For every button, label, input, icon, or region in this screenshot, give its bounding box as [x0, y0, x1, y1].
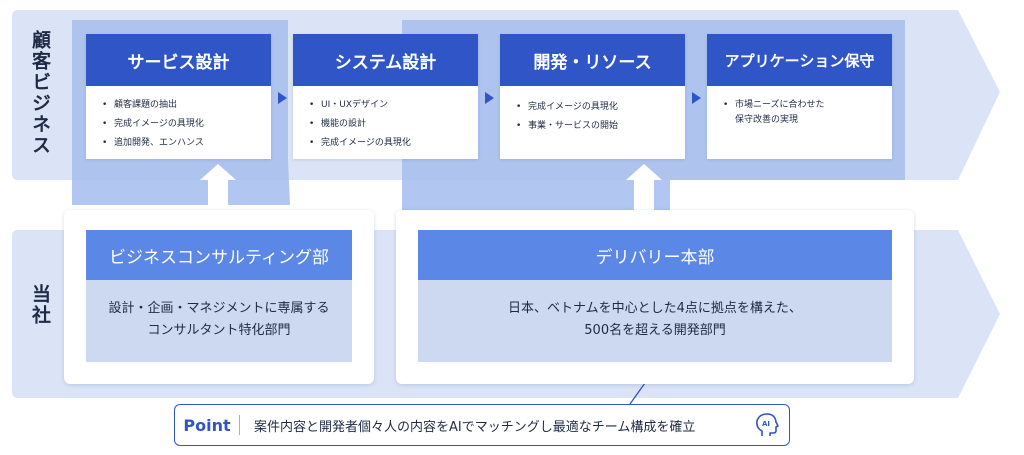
ai-head-icon: AI — [756, 413, 779, 436]
dept-delivery: デリバリー本部 日本、ベトナムを中心とした4点に拠点を構えた、 500名を超える… — [396, 210, 914, 384]
phase-list: 顧客課題の抽出 完成イメージの具現化 追加開発、エンハンス — [86, 86, 271, 153]
ai-icon-label: AI — [762, 420, 770, 428]
dept-desc-line: 日本、ベトナムを中心とした4点に拠点を構えた、 — [508, 301, 802, 316]
dept-description: 日本、ベトナムを中心とした4点に拠点を構えた、 500名を超える開発部門 — [418, 280, 892, 360]
phase-list: UI・UXデザイン 機能の設計 完成イメージの具現化 — [293, 86, 478, 153]
point-bar: Point 案件内容と開発者個々人の内容をAIでマッチングし最適なチーム構成を確… — [174, 404, 790, 446]
dept-desc-line: コンサルタント特化部門 — [147, 323, 291, 338]
dept-inner: ビジネスコンサルティング部 設計・企画・マネジメントに専属する コンサルタント特… — [86, 230, 352, 362]
customer-row-label: 顧客ビジネス — [28, 30, 52, 156]
phase-title: システム設計 — [293, 34, 478, 86]
phase-list: 完成イメージの具現化 事業・サービスの開始 — [500, 86, 685, 136]
dept-desc-line: 500名を超える開発部門 — [584, 323, 726, 338]
phase-title: 開発・リソース — [500, 34, 685, 86]
dept-consulting: ビジネスコンサルティング部 設計・企画・マネジメントに専属する コンサルタント特… — [64, 210, 374, 384]
company-row-label: 当社 — [28, 284, 52, 326]
list-item: UI・UXデザイン — [321, 96, 478, 115]
company-row-text: 当社 — [29, 284, 51, 326]
delivery-up-arrow — [626, 164, 662, 212]
phase-list: 市場ニーズに合わせた 保守改善の実現 — [707, 86, 892, 128]
list-item: 完成イメージの具現化 — [321, 134, 478, 153]
point-divider — [239, 415, 240, 435]
list-item: 市場ニーズに合わせた — [735, 98, 892, 113]
list-item: 保守改善の実現 — [735, 115, 799, 125]
point-title: Point — [183, 415, 231, 435]
phase-title: サービス設計 — [86, 34, 271, 86]
point-text: 案件内容と開発者個々人の内容をAIでマッチングし最適なチーム構成を確立 — [254, 419, 696, 435]
dept-description: 設計・企画・マネジメントに専属する コンサルタント特化部門 — [86, 280, 352, 360]
list-item: 機能の設計 — [321, 115, 478, 134]
dept-desc-line: 設計・企画・マネジメントに専属する — [108, 301, 330, 316]
list-item: 完成イメージの具現化 — [528, 98, 685, 117]
phase-title: アプリケーション保守 — [707, 34, 892, 86]
dept-title: デリバリー本部 — [418, 230, 892, 280]
phase-card-system-design: システム設計 UI・UXデザイン 機能の設計 完成イメージの具現化 — [293, 34, 478, 159]
list-item: 顧客課題の抽出 — [114, 96, 271, 115]
phase-arrow-icon — [278, 92, 287, 104]
list-item: 事業・サービスの開始 — [528, 117, 685, 136]
dept-inner: デリバリー本部 日本、ベトナムを中心とした4点に拠点を構えた、 500名を超える… — [418, 230, 892, 362]
dept-title: ビジネスコンサルティング部 — [86, 230, 352, 280]
phase-card-service-design: サービス設計 顧客課題の抽出 完成イメージの具現化 追加開発、エンハンス — [86, 34, 271, 159]
consulting-up-arrow — [200, 164, 236, 212]
list-item: 追加開発、エンハンス — [114, 134, 271, 153]
phase-arrow-icon — [692, 92, 701, 104]
phase-arrow-icon — [485, 92, 494, 104]
list-item: 完成イメージの具現化 — [114, 115, 271, 134]
customer-row-text: 顧客ビジネス — [29, 30, 51, 156]
phase-card-development: 開発・リソース 完成イメージの具現化 事業・サービスの開始 — [500, 34, 685, 159]
phase-card-maintenance: アプリケーション保守 市場ニーズに合わせた 保守改善の実現 — [707, 34, 892, 159]
